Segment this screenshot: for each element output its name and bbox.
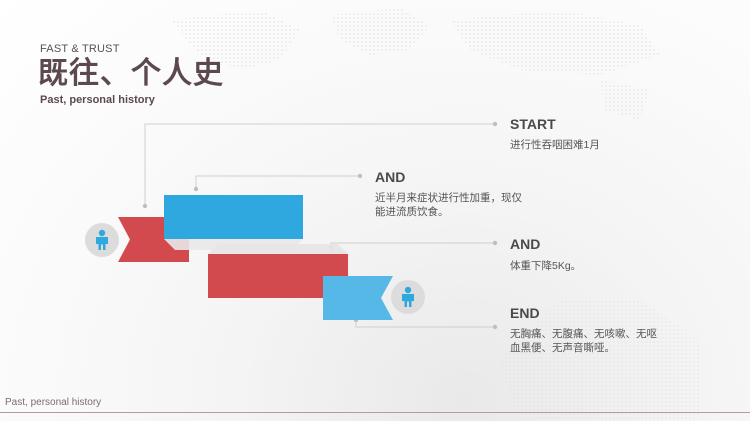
ribbon-blue-top: [164, 195, 303, 239]
timeline-text-and-2: 体重下降5Kg。: [510, 260, 582, 272]
ribbon-shadow-2: [208, 244, 348, 254]
eyebrow-label: FAST & TRUST: [40, 43, 120, 55]
timeline-text-end: 无胸痛、无腹痛、无咳嗽、无呕 血黑便、无声音嘶哑。: [510, 328, 657, 354]
timeline-heading-end: END: [510, 305, 540, 321]
timeline-heading-and-2: AND: [510, 236, 541, 252]
person-badge-left: [85, 223, 119, 257]
page-title: 既往、个人史: [38, 57, 224, 90]
timeline-heading-start: START: [510, 116, 556, 132]
person-icon: [402, 286, 414, 307]
timeline-text-and-1: 近半月来症状进行性加重，现仅 能进流质饮食。: [375, 192, 522, 218]
ribbon-blue-tail: [323, 276, 393, 320]
timeline-text-start: 进行性吞咽困难1月: [510, 139, 600, 151]
footer-label: Past, personal history: [5, 397, 102, 408]
person-badge-right: [391, 280, 425, 314]
timeline-heading-and-1: AND: [375, 169, 406, 185]
person-icon: [96, 229, 108, 250]
footer-divider: [0, 412, 750, 413]
page-subtitle: Past, personal history: [40, 94, 155, 106]
